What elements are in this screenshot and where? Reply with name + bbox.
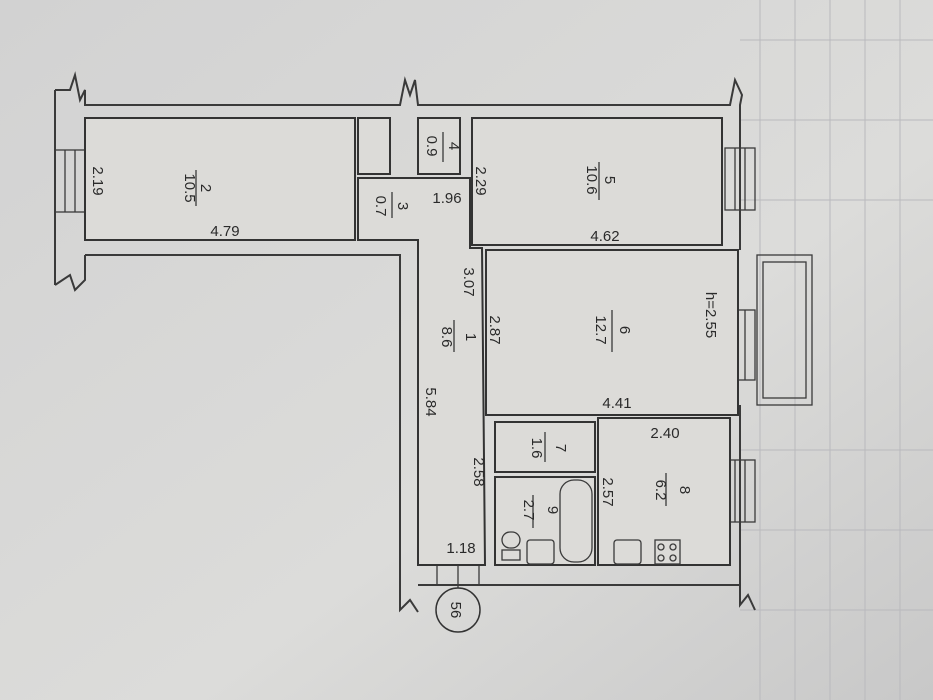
room-9 [494,476,596,566]
room-number: 3 [394,202,411,210]
balcony [756,254,813,406]
closet [357,117,391,175]
dimension: 2.57 [599,477,616,506]
dimension: 4.79 [210,223,239,240]
room-area: 8.6 [438,327,455,348]
toilet-icon [501,531,521,549]
room-number: 4 [445,142,462,150]
room-area: 0.7 [372,196,389,217]
room-area: 6.2 [652,480,669,501]
dimension: 4.41 [602,395,631,412]
kitchen-sink-icon [613,539,642,565]
room-area: 2.7 [520,500,537,521]
room-area: 1.6 [528,438,545,459]
dimension: 1.18 [446,540,475,557]
dimension: 5.84 [422,387,439,416]
room-number: 6 [616,326,633,334]
room-area: 10.6 [583,165,600,194]
room-1-corridor [357,177,487,566]
window-room5 [724,147,756,211]
room-5 [471,117,723,246]
dimension: 2.87 [486,315,503,344]
grid-lines [740,0,933,700]
dimension: 4.62 [590,228,619,245]
fixtures [501,479,681,565]
dimension: 1.96 [432,190,461,207]
room-number: 9 [544,506,561,514]
room-number: 5 [601,176,618,184]
room-area: 12.7 [592,315,609,344]
bathtub-icon [559,479,593,563]
exterior-walls [54,71,756,613]
room-number: 8 [676,486,693,494]
room-number: 1 [462,333,479,341]
room-4 [417,117,461,175]
room-number: 2 [197,184,214,192]
stove-icon [654,539,681,565]
room-labels: 2 10.5 3 0.7 4 0.9 5 10.6 1 8.6 6 12.7 7… [181,132,693,528]
room-2 [84,117,356,241]
dimension: 2.29 [472,166,489,195]
sink-icon [526,539,555,565]
room-number: 7 [552,444,569,452]
room-area: 10.5 [181,173,198,202]
dimension: 3.07 [460,267,477,296]
room-area: 0.9 [423,136,440,157]
axis-label: 56 [447,602,464,619]
ceiling-height: h=2.55 [702,292,719,338]
dimension: 2.19 [89,166,106,195]
dimension: 2.58 [470,457,487,486]
dimension-labels: 2.19 4.79 1.96 2.29 4.62 3.07 5.84 1.18 … [89,166,719,557]
dimension: 2.40 [650,425,679,442]
axis-marker: 56 [435,565,481,633]
